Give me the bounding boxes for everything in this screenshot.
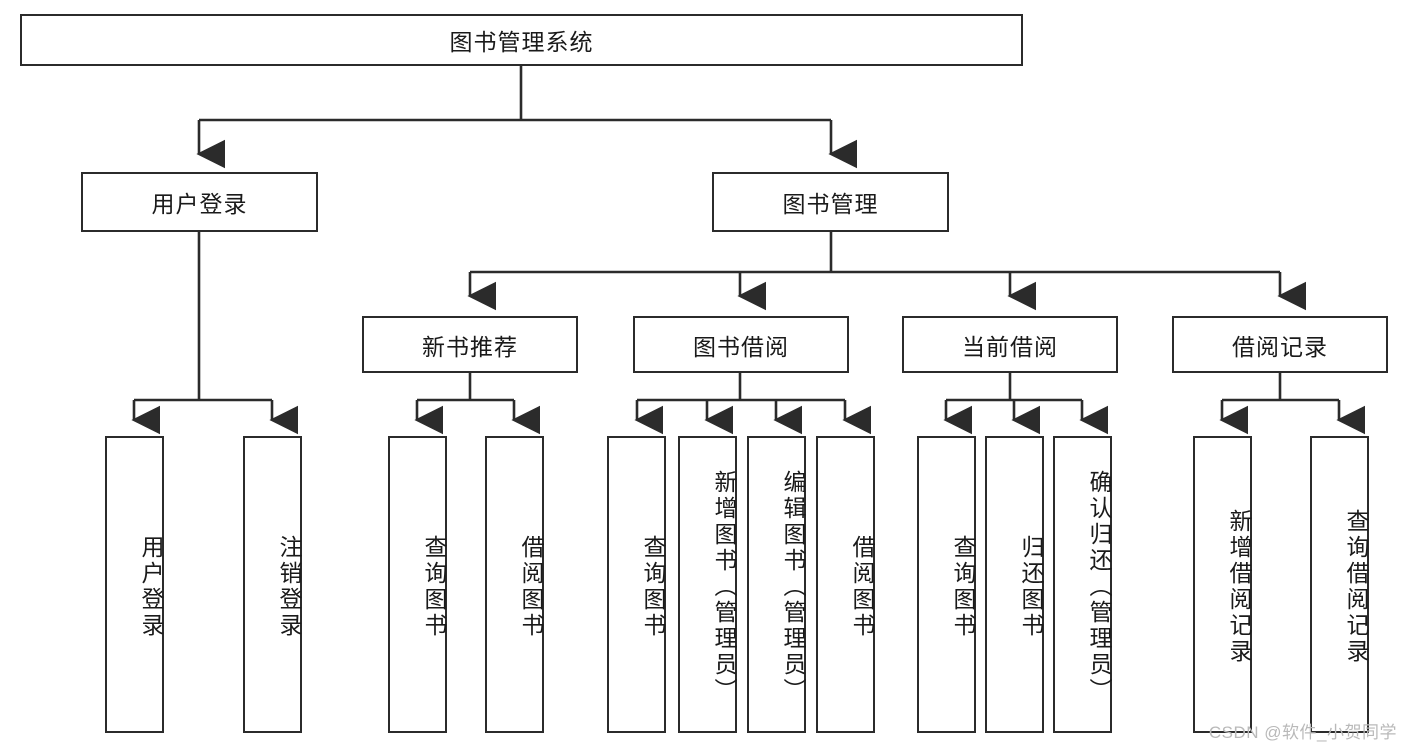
node-leaf-borrow-book-recommend[interactable]: 借阅图书 <box>485 436 544 733</box>
node-book-borrow[interactable]: 图书借阅 <box>633 316 849 373</box>
node-label: 归还图书 <box>1018 534 1044 639</box>
node-leaf-user-logout[interactable]: 注销登录 <box>243 436 302 733</box>
node-label: 编辑图书（管理员） <box>780 469 806 704</box>
node-borrow-record[interactable]: 借阅记录 <box>1172 316 1388 373</box>
node-label: 确认归还（管理员） <box>1086 469 1112 704</box>
node-leaf-user-login[interactable]: 用户登录 <box>105 436 164 733</box>
node-label: 借阅记录 <box>1232 333 1328 360</box>
node-leaf-edit-book-admin[interactable]: 编辑图书（管理员） <box>747 436 806 733</box>
node-book-management[interactable]: 图书管理 <box>712 172 949 232</box>
node-label: 新增图书（管理员） <box>711 469 737 704</box>
node-leaf-add-borrow-record[interactable]: 新增借阅记录 <box>1193 436 1252 733</box>
node-label: 当前借阅 <box>962 333 1058 360</box>
node-label: 查询图书 <box>950 534 976 639</box>
node-label: 借阅图书 <box>849 534 875 639</box>
node-leaf-query-book-current[interactable]: 查询图书 <box>917 436 976 733</box>
node-current-borrow[interactable]: 当前借阅 <box>902 316 1118 373</box>
node-label: 用户登录 <box>138 534 164 639</box>
node-label: 用户登录 <box>151 191 248 217</box>
node-leaf-borrow-book[interactable]: 借阅图书 <box>816 436 875 733</box>
node-leaf-query-book-recommend[interactable]: 查询图书 <box>388 436 447 733</box>
node-label: 查询图书 <box>421 534 447 639</box>
node-leaf-query-book-borrow[interactable]: 查询图书 <box>607 436 666 733</box>
node-user-login[interactable]: 用户登录 <box>81 172 318 232</box>
node-label: 查询图书 <box>640 534 666 639</box>
node-label: 新增借阅记录 <box>1226 508 1252 665</box>
node-root-system[interactable]: 图书管理系统 <box>20 14 1023 66</box>
node-new-book-recommend[interactable]: 新书推荐 <box>362 316 578 373</box>
node-label: 图书管理系统 <box>449 29 594 55</box>
node-label: 查询借阅记录 <box>1343 508 1369 665</box>
node-label: 注销登录 <box>276 534 302 639</box>
node-leaf-confirm-return-admin[interactable]: 确认归还（管理员） <box>1053 436 1112 733</box>
node-leaf-return-book[interactable]: 归还图书 <box>985 436 1044 733</box>
node-leaf-query-borrow-record[interactable]: 查询借阅记录 <box>1310 436 1369 733</box>
node-label: 新书推荐 <box>422 333 518 360</box>
node-label: 图书借阅 <box>693 333 789 360</box>
csdn-watermark: CSDN @软件_小贺同学 <box>1208 723 1397 742</box>
node-label: 借阅图书 <box>518 534 544 639</box>
node-leaf-add-book-admin[interactable]: 新增图书（管理员） <box>678 436 737 733</box>
node-label: 图书管理 <box>782 191 879 217</box>
